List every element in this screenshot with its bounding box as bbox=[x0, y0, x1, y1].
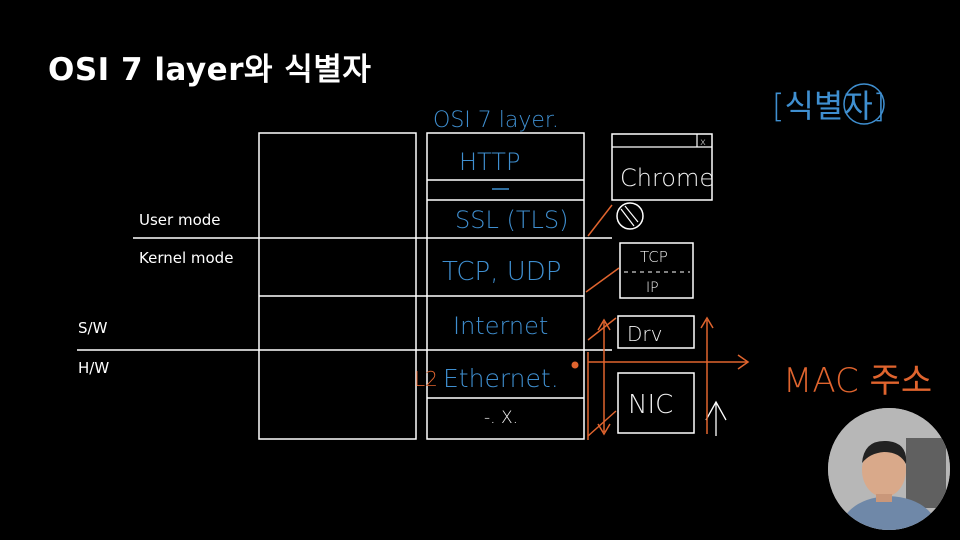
chrome-note: Chrome bbox=[620, 164, 714, 192]
hw-label: H/W bbox=[78, 359, 110, 377]
osi-heading-note: OSI 7 layer. bbox=[433, 108, 559, 133]
left-stack-box bbox=[258, 132, 417, 440]
drv-note: Drv bbox=[627, 322, 662, 346]
tcp-udp-note: TCP, UDP bbox=[442, 257, 561, 287]
internet-note: Internet bbox=[453, 312, 548, 340]
nic-box bbox=[617, 372, 695, 434]
slide-title: OSI 7 layer와 식별자 bbox=[48, 52, 372, 88]
mac-address-note: MAC 주소 bbox=[783, 361, 932, 401]
ip-note: IP bbox=[646, 280, 659, 296]
identifier-note: [식별자] bbox=[772, 87, 885, 125]
nic-note: NIC bbox=[628, 390, 673, 420]
tcp-ip-note: TCP bbox=[640, 248, 668, 266]
close-icon: x bbox=[700, 137, 706, 148]
l2-note: L2 bbox=[414, 367, 438, 391]
user-mode-label: User mode bbox=[139, 211, 221, 229]
presenter-avatar bbox=[828, 408, 950, 530]
tcp-ip-box bbox=[619, 242, 694, 299]
ethernet-note: Ethernet. bbox=[443, 364, 559, 393]
ssl-note: SSL (TLS) bbox=[455, 206, 568, 234]
chrome-window bbox=[611, 133, 713, 201]
sw-label: S/W bbox=[78, 319, 108, 337]
kernel-mode-label: Kernel mode bbox=[139, 249, 234, 267]
driver-box bbox=[617, 315, 695, 349]
http-note: HTTP bbox=[459, 148, 520, 176]
circle-mark bbox=[843, 83, 885, 125]
arrow-right-icon bbox=[737, 354, 750, 370]
antenna-icon bbox=[705, 400, 727, 421]
lock-icon bbox=[616, 202, 644, 230]
presenter-webcam bbox=[828, 408, 950, 530]
osi-stack-box bbox=[426, 132, 585, 440]
physical-note: -. X. bbox=[484, 408, 518, 428]
